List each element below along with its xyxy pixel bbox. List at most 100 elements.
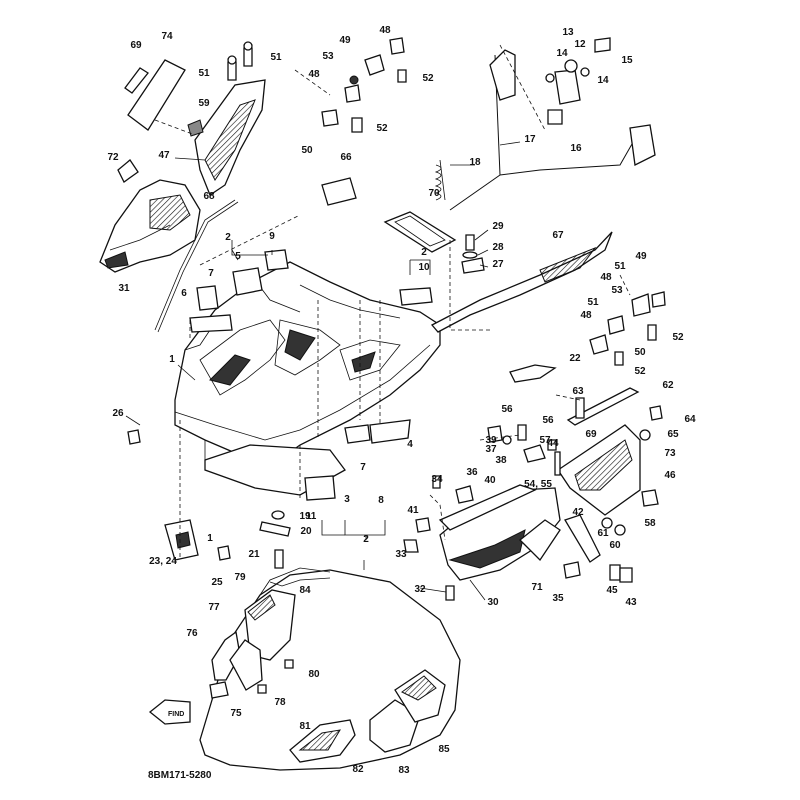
part-number-label: 59 <box>198 98 210 109</box>
part-number-label: 35 <box>552 593 564 604</box>
part-number-label: 76 <box>186 628 198 639</box>
part-number-label: 39 <box>485 435 497 446</box>
part-number-label: 57 <box>539 435 551 446</box>
part-number-label: 7 <box>208 268 214 279</box>
part-number-label: 22 <box>569 353 581 364</box>
part-number-label: 53 <box>322 51 334 62</box>
part-number-label: 20 <box>300 526 312 537</box>
part-number-label: 17 <box>524 134 536 145</box>
windshield-strip <box>124 59 186 131</box>
part-number-label: 8 <box>378 495 384 506</box>
pad-66 <box>321 177 357 206</box>
part-number-label: 3 <box>344 494 350 505</box>
part-number-label: 47 <box>158 150 170 161</box>
part-number-label: 23, 24 <box>149 556 177 567</box>
part-number-label: 27 <box>492 259 504 270</box>
part-number-label: 62 <box>662 380 674 391</box>
left-side-cover <box>99 159 239 333</box>
part-number-label: 10 <box>418 262 430 273</box>
side-strip-67 <box>430 231 613 333</box>
part-number-label: 28 <box>492 242 504 253</box>
fasteners-top <box>227 37 611 133</box>
part-number-label: 85 <box>438 744 450 755</box>
part-number-label: 50 <box>634 347 646 358</box>
part-number-label: 52 <box>376 123 388 134</box>
part-number-label: 54, 55 <box>524 479 552 490</box>
part-number-label: 80 <box>308 669 320 680</box>
part-number-label: 9 <box>269 231 275 242</box>
part-number-label: 46 <box>664 470 676 481</box>
part-number-label: 50 <box>301 145 313 156</box>
part-number-label: 1 <box>207 533 213 544</box>
part-number-label: 29 <box>492 221 504 232</box>
part-number-label: 58 <box>644 518 656 529</box>
part-number-label: 5 <box>235 251 241 262</box>
part-number-label: 43 <box>625 597 637 608</box>
part-number-label: 36 <box>466 467 478 478</box>
part-number-label: 2 <box>225 232 231 243</box>
part-number-label: 49 <box>635 251 647 262</box>
drawing-code: 8BM171-5280 <box>148 770 212 781</box>
part-number-label: 6 <box>181 288 187 299</box>
part-number-label: 34 <box>431 474 443 485</box>
part-number-label: 18 <box>469 157 481 168</box>
part-number-label: 67 <box>552 230 564 241</box>
windshield-decals <box>209 589 446 763</box>
part-number-label: 32 <box>414 584 426 595</box>
part-number-label: 37 <box>485 444 497 455</box>
part-number-label: 52 <box>634 366 646 377</box>
part-number-label: 30 <box>487 597 499 608</box>
part-number-label: 51 <box>270 52 282 63</box>
part-number-label: 11 <box>306 511 317 522</box>
cowl-side-47 <box>187 79 266 196</box>
part-number-label: 61 <box>597 528 609 539</box>
label-leaders <box>125 141 521 601</box>
part-number-label: 26 <box>112 408 124 419</box>
part-number-label: 77 <box>208 602 220 613</box>
part-number-label: 52 <box>422 73 434 84</box>
part-number-label: 48 <box>600 272 612 283</box>
fasteners-left <box>127 429 291 569</box>
part-number-label: 31 <box>118 283 130 294</box>
part-number-label: 65 <box>667 429 679 440</box>
part-number-label: 63 <box>572 386 584 397</box>
part-number-label: 13 <box>562 27 574 38</box>
part-number-label: 78 <box>274 697 286 708</box>
part-number-label: 69 <box>130 40 142 51</box>
part-number-label: 60 <box>609 540 621 551</box>
part-number-label: 73 <box>664 448 676 459</box>
part-number-label: 72 <box>107 152 119 163</box>
part-number-label: 2 <box>421 247 427 258</box>
part-number-label: 83 <box>398 765 410 776</box>
fasteners-27-29 <box>461 234 485 274</box>
part-number-label: 51 <box>587 297 599 308</box>
side-panel-46 <box>557 424 659 536</box>
part-number-label: 49 <box>339 35 351 46</box>
part-number-label: 14 <box>597 75 609 86</box>
part-number-label: 21 <box>248 549 260 560</box>
part-number-label: 38 <box>495 455 507 466</box>
rubber-22 <box>509 364 557 383</box>
part-number-label: 53 <box>611 285 623 296</box>
part-number-label: 1 <box>169 354 175 365</box>
leader-lines <box>154 44 631 560</box>
part-number-label: 48 <box>308 69 320 80</box>
part-number-label: 68 <box>203 191 215 202</box>
part-number-label: 74 <box>161 31 173 42</box>
part-number-label: 40 <box>484 475 496 486</box>
part-number-label: 79 <box>234 572 246 583</box>
part-number-label: 84 <box>299 585 311 596</box>
part-number-label: 51 <box>198 68 210 79</box>
gasket-70 <box>383 211 457 253</box>
lower-bracket-30 <box>403 484 633 601</box>
part-number-label: 19 <box>299 511 311 522</box>
part-number-label: 44 <box>547 438 559 449</box>
part-number-label: 75 <box>230 708 242 719</box>
part-number-label: 52 <box>672 332 684 343</box>
part-number-label: 15 <box>621 55 633 66</box>
part-number-label: 56 <box>501 404 513 415</box>
find-arrow-icon: FIND <box>148 699 191 725</box>
part-number-label: 51 <box>614 261 626 272</box>
